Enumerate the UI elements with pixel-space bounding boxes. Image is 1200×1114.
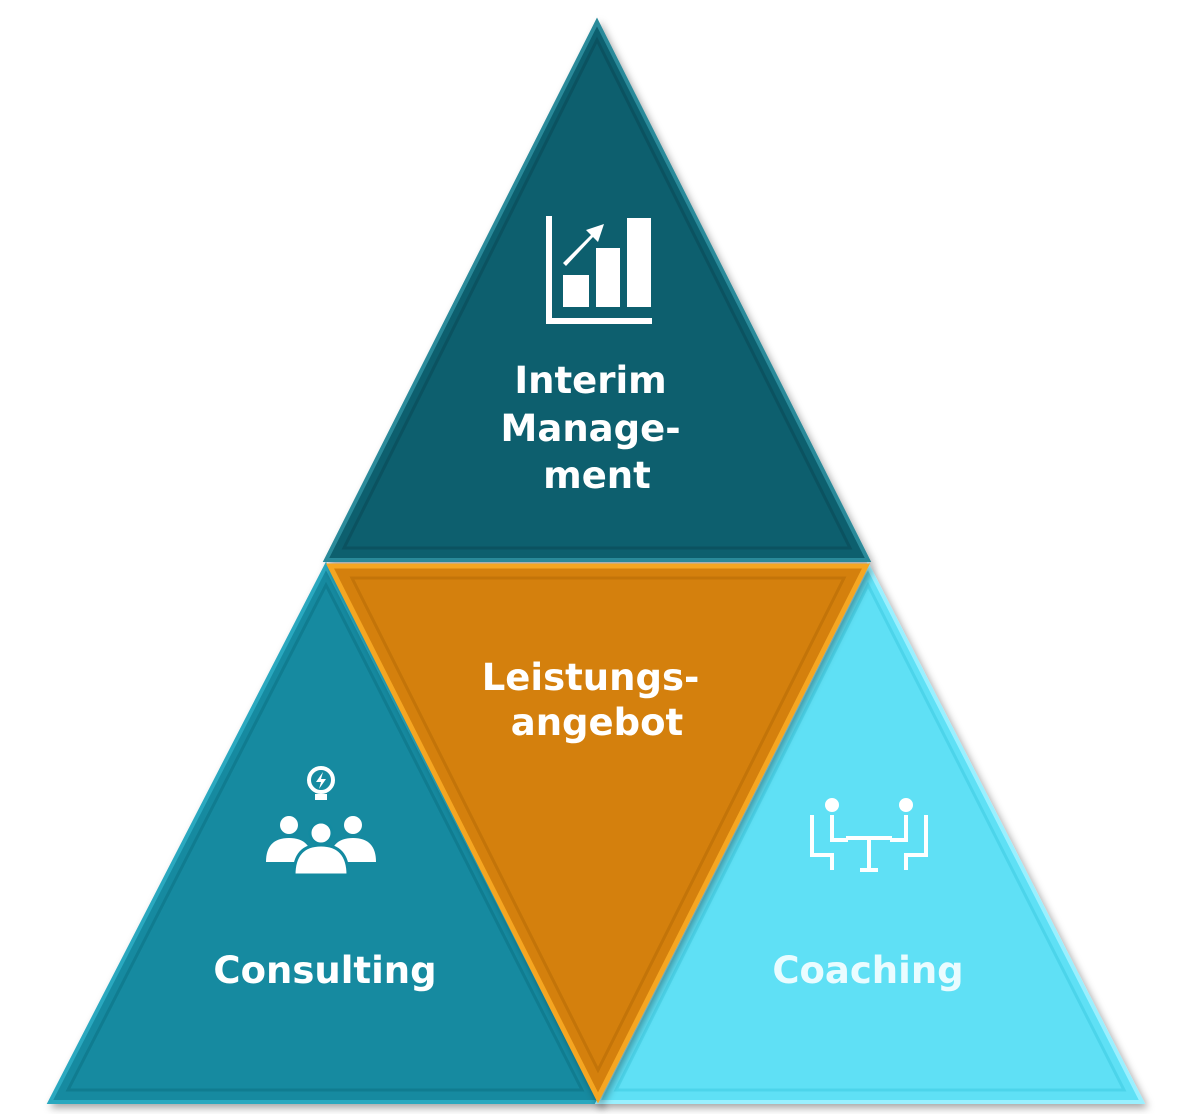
consulting-label: Consulting bbox=[213, 949, 436, 992]
team-idea-icon bbox=[266, 766, 376, 877]
interim-management-label: Interim Manage- ment bbox=[501, 359, 694, 497]
coaching-label: Coaching bbox=[772, 949, 963, 992]
bar-chart-growth-icon bbox=[546, 216, 652, 324]
segment-leistungsangebot bbox=[325, 563, 871, 1104]
meeting-table-icon bbox=[810, 798, 928, 872]
leistungsangebot-label: Leistungs- angebot bbox=[482, 656, 713, 744]
